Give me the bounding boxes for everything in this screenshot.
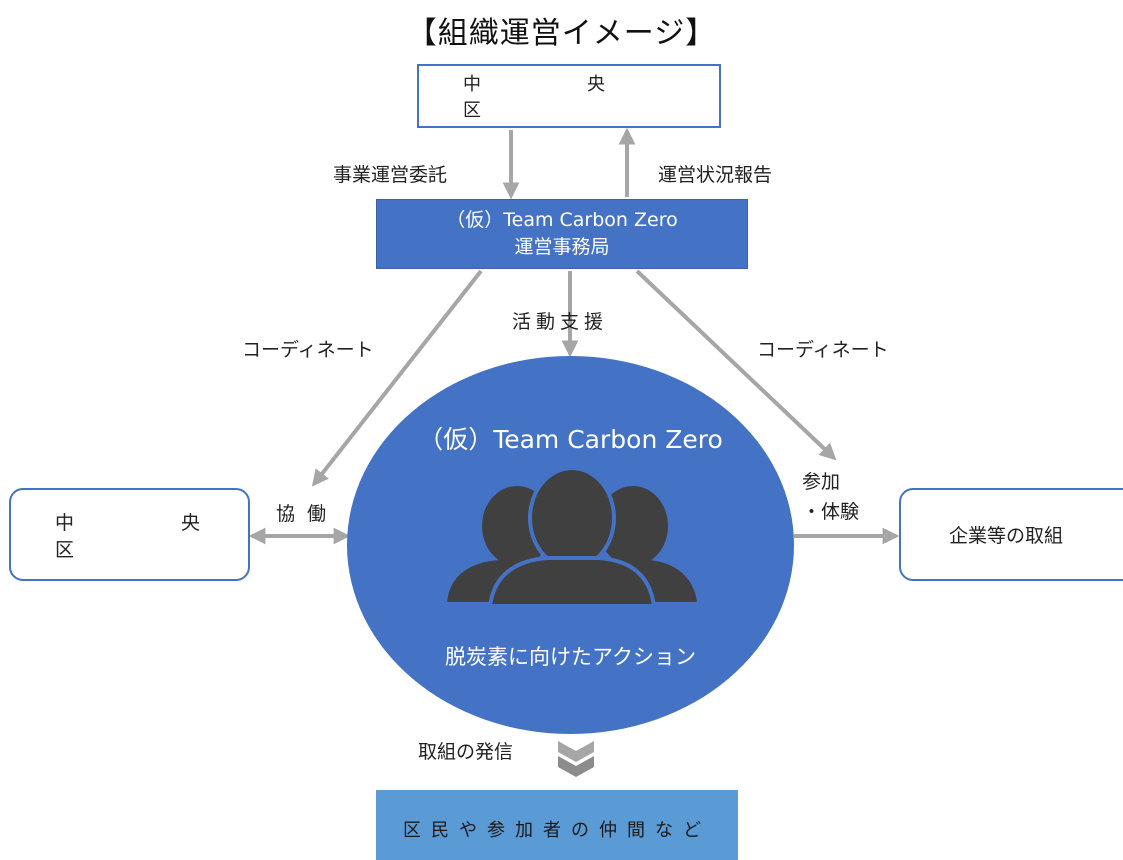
team-circle-title: （仮）Team Carbon Zero: [418, 425, 723, 454]
participation-label: 参加 ・体験: [802, 471, 860, 523]
diagram-title: 【組織運営イメージ】: [406, 16, 717, 51]
company-initiatives-box: 企業等の取組: [899, 488, 1123, 581]
coordinate-left-arrow: [311, 269, 483, 487]
chevron-down-icon: [558, 741, 594, 777]
support-label: 活動支援: [512, 311, 609, 333]
company-initiatives-label: 企業等の取組: [949, 525, 1064, 547]
report-label: 運営状況報告: [658, 164, 773, 186]
ward-box-top-label: 中 央 区: [463, 74, 711, 121]
team-circle-caption: 脱炭素に向けたアクション: [445, 645, 696, 669]
secretariat-line1: （仮）Team Carbon Zero: [446, 209, 678, 231]
collaboration-label: 協働: [276, 503, 339, 525]
coordinate-right-label: コーディネート: [757, 339, 889, 361]
residents-box: 区民や参加者の仲間など: [376, 790, 738, 860]
coordinate-right-arrow: [635, 269, 837, 461]
ward-box-left-label: 中 央 区: [55, 511, 308, 561]
delegate-label: 事業運営委託: [333, 164, 448, 186]
ward-box-left: 中 央 区: [9, 488, 308, 581]
ward-box-top: 中 央 区: [417, 64, 721, 128]
secretariat-box: （仮）Team Carbon Zero 運営事務局: [376, 199, 748, 269]
outreach-label: 取組の発信: [418, 741, 514, 763]
residents-label: 区民や参加者の仲間など: [403, 820, 711, 841]
coordinate-left-label: コーディネート: [242, 339, 374, 361]
secretariat-line2: 運営事務局: [514, 236, 610, 258]
